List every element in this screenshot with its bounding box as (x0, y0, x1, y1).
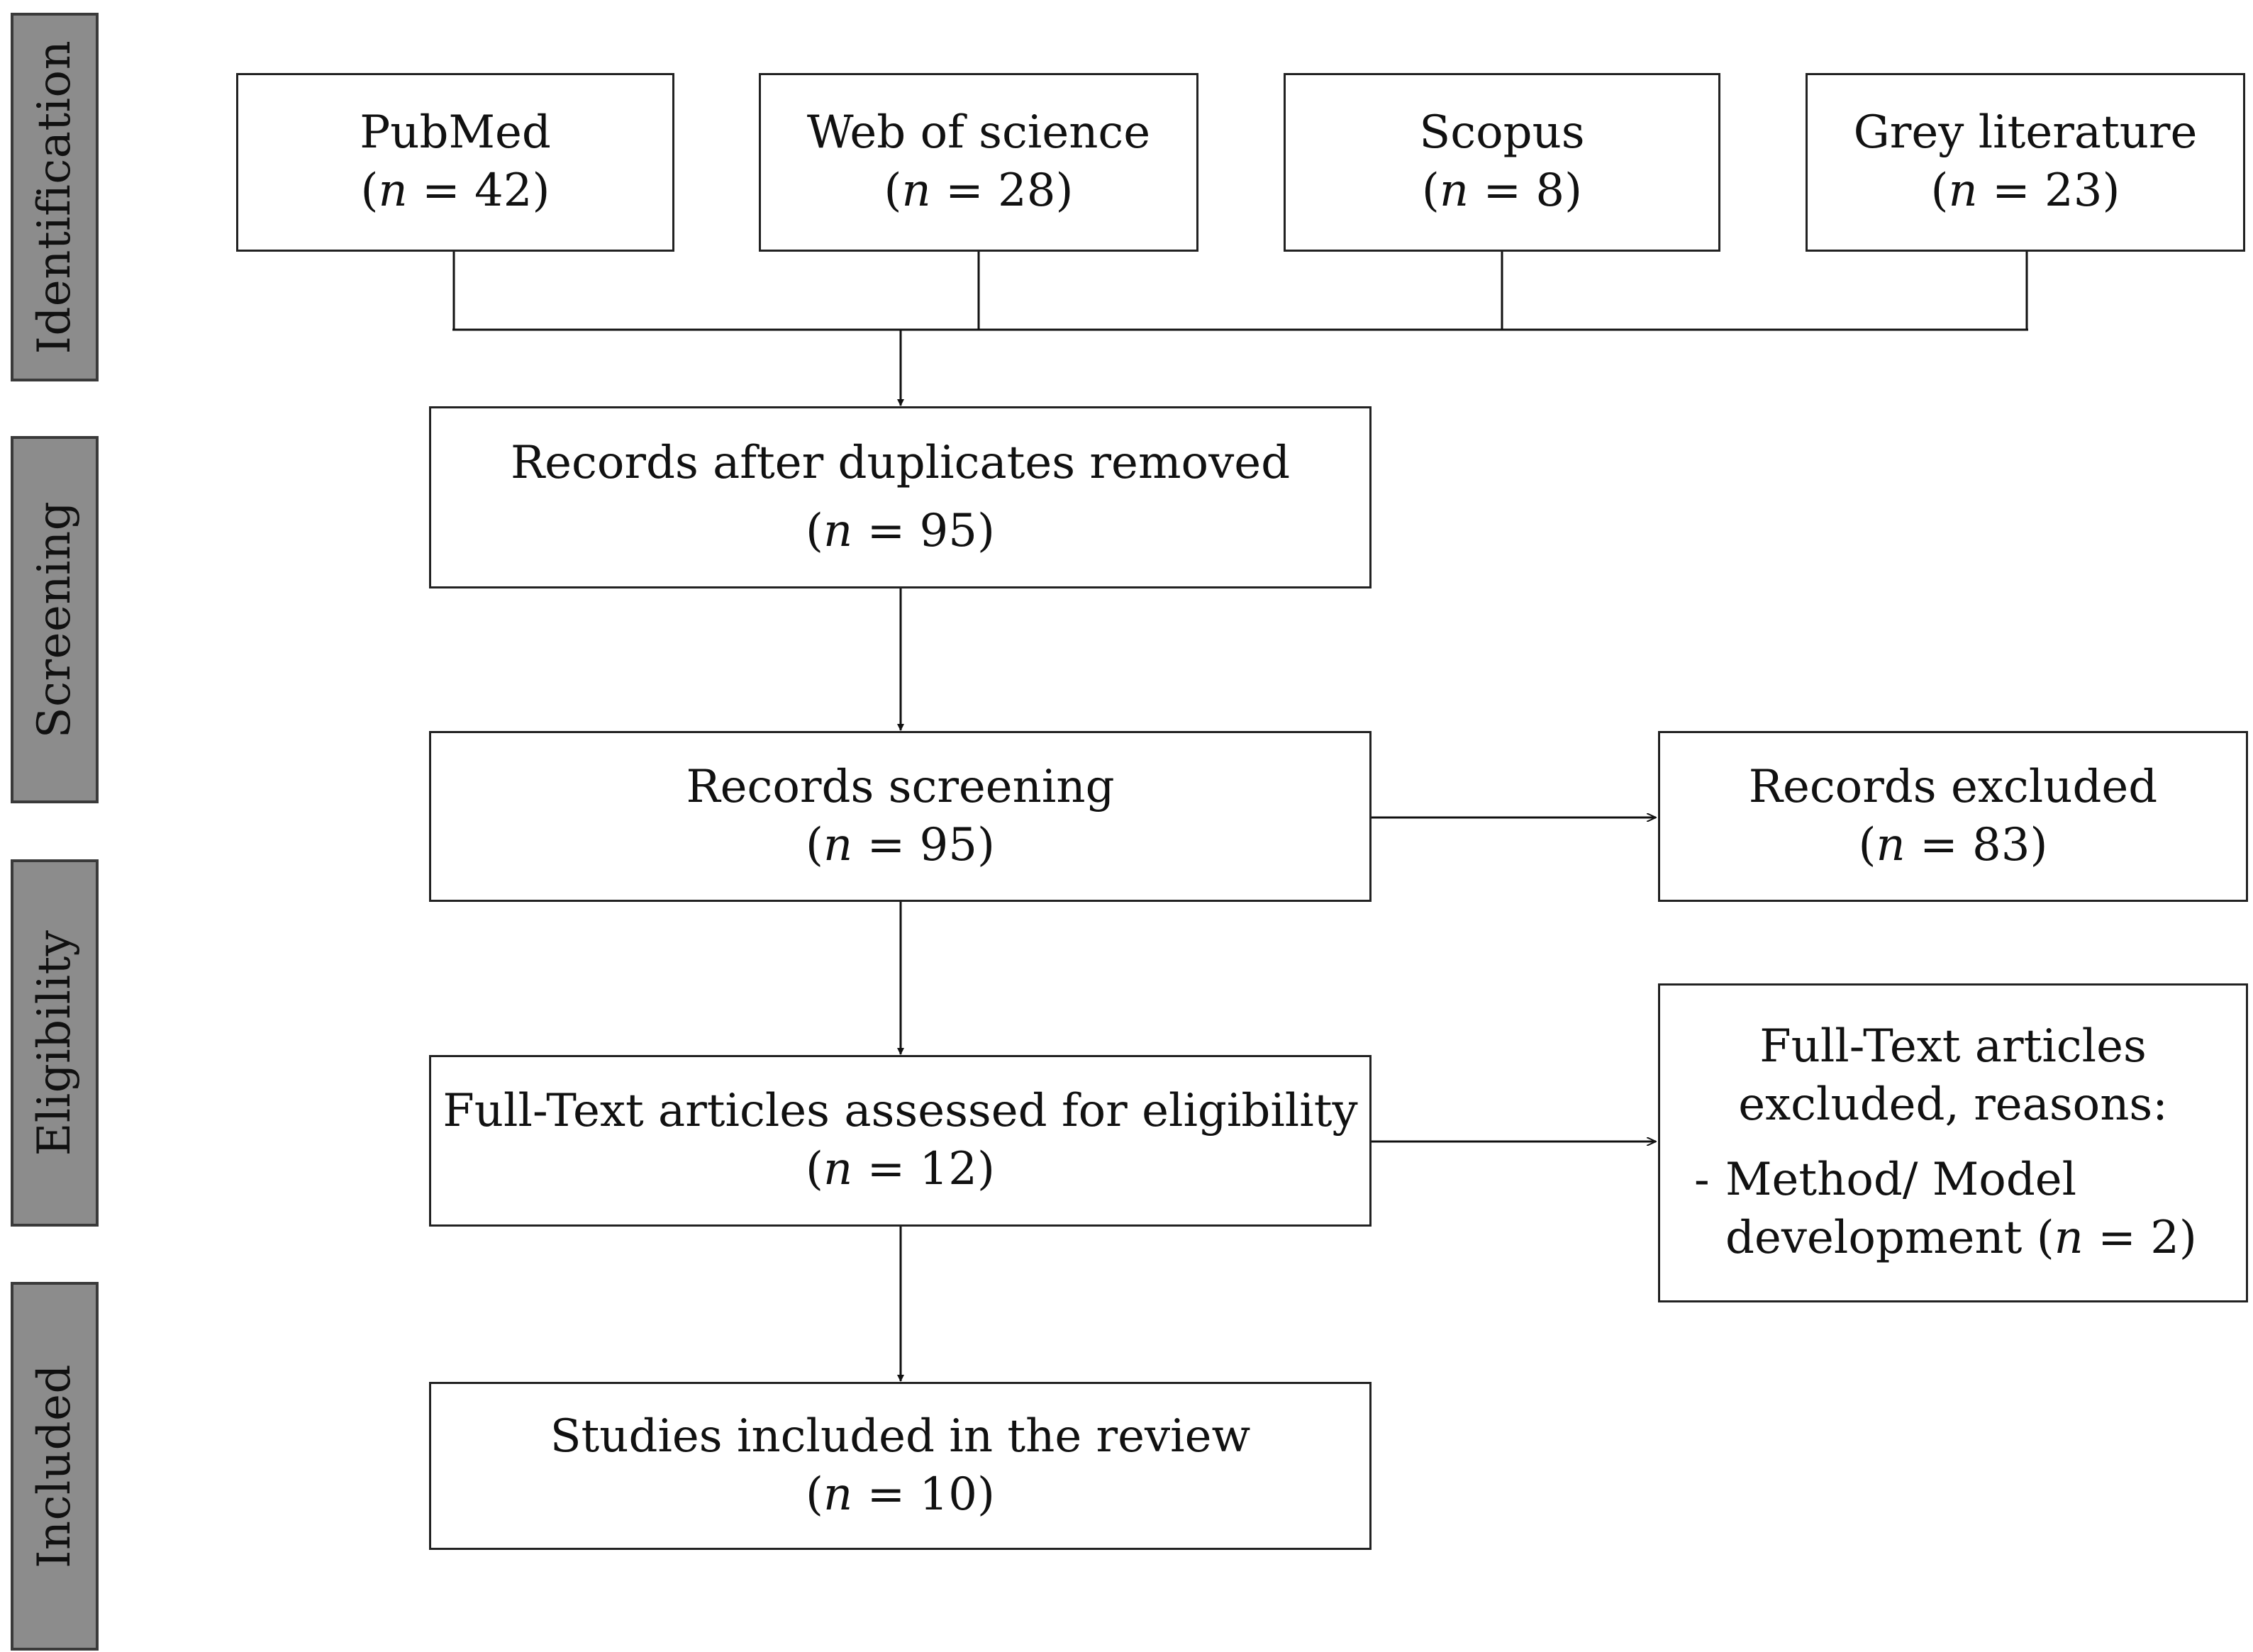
stage-identification: Identification (11, 13, 99, 381)
records-screening-title: Records screening (686, 760, 1115, 813)
source-count: (n = 8) (1421, 164, 1583, 217)
source-count: (n = 42) (360, 164, 550, 217)
stage-eligibility-label: Eligibility (28, 930, 81, 1156)
source-title: Web of science (806, 106, 1151, 160)
records-excluded-title: Records excluded (1748, 760, 2158, 813)
duplicates-removed-title: Records after duplicates removed (510, 436, 1291, 489)
stage-eligibility: Eligibility (11, 859, 99, 1227)
source-title: Scopus (1419, 106, 1585, 160)
records-screening-count: (n = 95) (806, 818, 995, 871)
records-excluded-box: Records excluded (n = 83) (1658, 731, 2248, 902)
fulltext-excluded-title-line2: excluded, reasons: (1738, 1078, 2168, 1132)
source-box-web-of-science: Web of science (n = 28) (759, 73, 1198, 252)
stage-screening: Screening (11, 436, 99, 803)
records-excluded-count: (n = 83) (1858, 818, 2048, 871)
records-screening-box: Records screening (n = 95) (429, 731, 1372, 902)
studies-included-count: (n = 10) (806, 1468, 995, 1521)
duplicates-removed-count: (n = 95) (806, 504, 995, 557)
studies-included-title: Studies included in the review (550, 1410, 1251, 1463)
reason-line2: development (1725, 1211, 2023, 1264)
source-title: PubMed (360, 106, 551, 160)
reason-line1: Method/ Model (1725, 1154, 2077, 1206)
stage-included: Included (11, 1282, 99, 1651)
fulltext-excluded-title-line1: Full-Text articles (1759, 1020, 2147, 1073)
stage-screening-label: Screening (28, 501, 81, 739)
source-box-scopus: Scopus (n = 8) (1284, 73, 1720, 252)
reason-bullet: - (1694, 1154, 1710, 1206)
exclusion-reason: -Method/ Model development (n = 2) (1660, 1151, 2246, 1268)
fulltext-assessed-box: Full-Text articles assessed for eligibil… (429, 1055, 1372, 1227)
source-count: (n = 28) (884, 164, 1074, 217)
fulltext-assessed-title: Full-Text articles assessed for eligibil… (443, 1085, 1358, 1138)
source-count: (n = 23) (1930, 164, 2120, 217)
studies-included-box: Studies included in the review (n = 10) (429, 1382, 1372, 1550)
stage-identification-label: Identification (28, 40, 81, 355)
reason-count: (n = 2) (2036, 1211, 2197, 1264)
fulltext-excluded-box: Full-Text articles excluded, reasons: -M… (1658, 983, 2248, 1302)
fulltext-assessed-count: (n = 12) (806, 1143, 995, 1195)
source-title: Grey literature (1853, 106, 2198, 160)
duplicates-removed-box: Records after duplicates removed (n = 95… (429, 406, 1372, 588)
stage-included-label: Included (28, 1364, 81, 1568)
source-box-pubmed: PubMed (n = 42) (236, 73, 674, 252)
source-box-grey-literature: Grey literature (n = 23) (1806, 73, 2245, 252)
